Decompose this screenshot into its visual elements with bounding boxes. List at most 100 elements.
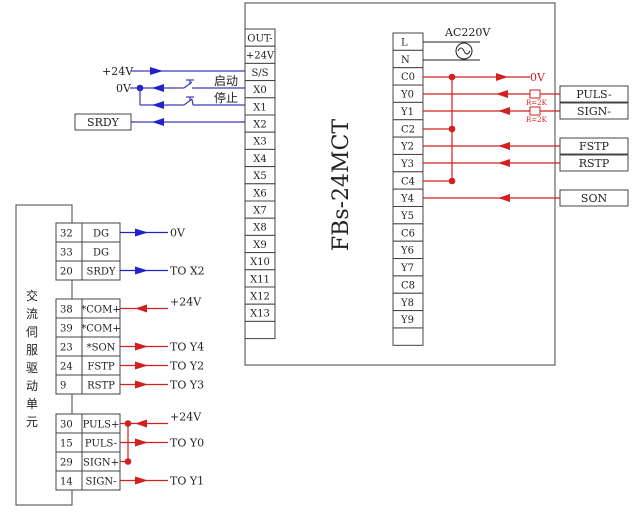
servo-terminal-row: 15 PULS- (55, 432, 121, 453)
stop-label: 停止 (214, 90, 238, 105)
servo-title-char: 单 (26, 397, 38, 411)
plc-input-wiring: +24V 0V 启动 停止 SRDY (74, 65, 245, 131)
plc-output-wiring: 0V R=2K R=2K (423, 71, 560, 202)
terminal-l (392, 32, 424, 51)
terminal-label: C4 (401, 176, 415, 187)
terminal-label: X9 (253, 240, 266, 251)
terminal-label: C0 (401, 72, 415, 83)
arrow-right-icon (496, 73, 508, 81)
arrow-left-icon (135, 419, 147, 428)
arrow-left-icon (152, 118, 164, 126)
servo-terminal-row: 23 *SON (55, 336, 121, 357)
pin-number: 15 (60, 439, 73, 450)
terminal-label: X1 (253, 102, 266, 113)
pin-name: RSTP (87, 381, 115, 392)
servo-terminal-row: 30 PULS+ (55, 413, 121, 434)
fstp-label: FSTP (579, 140, 610, 153)
arrow-left-icon (496, 90, 508, 98)
pin-number: 9 (60, 381, 66, 392)
pin-number: 30 (60, 420, 73, 431)
pin-name: *COM+ (81, 305, 120, 316)
pin-number: 38 (60, 305, 73, 316)
terminal-label: X2 (253, 120, 266, 131)
connection-label: +24V (170, 296, 202, 309)
terminal-blank (244, 320, 276, 340)
sign-minus-label: SIGN- (577, 105, 611, 118)
pin-number: 39 (60, 324, 73, 335)
rstp-label: RSTP (579, 157, 610, 170)
pin-number: 29 (60, 458, 73, 469)
terminal-label: Y0 (400, 90, 414, 101)
servo-title-char: 伺 (26, 325, 38, 339)
resistor-icon (529, 89, 541, 99)
start-label: 启动 (214, 74, 238, 88)
pin-number: 14 (60, 477, 73, 488)
connection-label: TO Y1 (170, 475, 204, 488)
rstp-box (559, 154, 629, 172)
connection-label: +24V (170, 411, 202, 424)
arrow-left-icon (152, 84, 164, 92)
pin-name: *COM+ (81, 324, 120, 335)
servo-terminal-row: 39 *COM+ (55, 317, 121, 338)
pin-number: 33 (60, 248, 73, 259)
arrow-right-icon (135, 266, 148, 275)
servo-title-char: 动 (26, 379, 38, 393)
terminal-label: X11 (250, 274, 270, 285)
terminal-label: C2 (401, 124, 415, 135)
terminal-label: Y8 (400, 298, 414, 309)
arrow-left-icon (152, 101, 164, 109)
servo-title-char: 服 (26, 343, 38, 357)
terminal-label: +24V (246, 51, 275, 62)
pin-number: 20 (60, 267, 73, 278)
pin-number: 24 (60, 362, 73, 373)
terminal-label: Y4 (400, 194, 414, 205)
son-box (559, 189, 629, 207)
terminal-label: Y7 (400, 263, 414, 274)
terminal-blank (392, 327, 424, 346)
terminal-label: Y5 (400, 211, 414, 222)
servo-terminal-row: 38 *COM+ (55, 298, 121, 319)
pin-name: SRDY (87, 267, 116, 278)
terminal-label: Y2 (400, 142, 414, 153)
pin-name: PULS+ (83, 420, 120, 431)
pin-name: PULS- (85, 439, 117, 450)
servo-title-char: 驱 (26, 361, 38, 375)
arrow-left-icon (498, 142, 510, 150)
terminal-label: S/S (251, 68, 268, 79)
stop-switch-icon (180, 96, 245, 106)
pin-name: SIGN- (86, 477, 117, 488)
arrow-right-icon (135, 342, 148, 351)
pin-number: 23 (60, 343, 73, 354)
connection-label: TO X2 (170, 265, 205, 278)
terminal-label: Y3 (400, 159, 414, 170)
pin-name: SIGN+ (83, 458, 119, 469)
ac-supply: AC220V (423, 26, 491, 61)
pin-name: *SON (87, 343, 116, 354)
terminal-label: N (401, 55, 410, 66)
servo-title-char: 流 (26, 307, 38, 321)
arrow-right-icon (135, 228, 148, 237)
supply-24v-label: +24V (102, 65, 134, 78)
terminal-label: X3 (253, 137, 266, 148)
srdy-label: SRDY (87, 116, 120, 129)
terminal-label: OUT- (247, 34, 272, 45)
arrow-left-icon (498, 107, 510, 115)
connection-label: TO Y2 (170, 360, 204, 373)
terminal-label: Y9 (400, 315, 414, 326)
resistor-icon (529, 106, 541, 116)
terminal-label: X6 (253, 188, 266, 199)
terminal-label: C6 (401, 228, 415, 239)
terminal-label: X5 (253, 171, 266, 182)
terminal-label: X8 (253, 223, 266, 234)
puls-minus-label: PULS- (576, 88, 612, 101)
terminal-label: Y1 (400, 107, 414, 118)
zero-volt-label: 0V (116, 82, 132, 95)
connection-label: 0V (170, 227, 186, 240)
terminal-label: X10 (250, 257, 270, 268)
arrow-right-icon (135, 476, 148, 485)
pin-name: DG (93, 229, 109, 240)
